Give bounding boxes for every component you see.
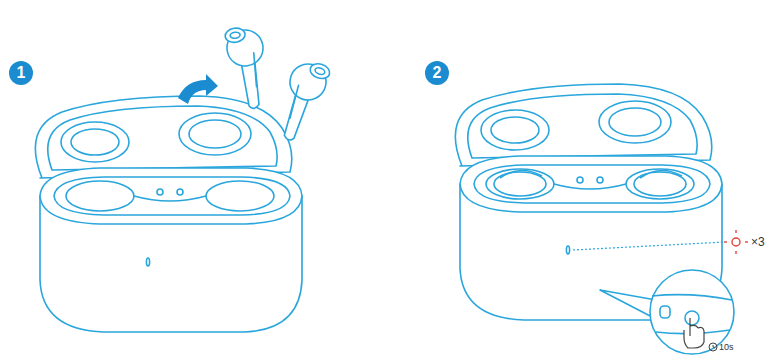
clock-icon [709,343,717,351]
step-number-text: 2 [433,65,442,81]
earbud [272,56,332,145]
charging-case [35,96,302,332]
step-number-text: 1 [17,65,26,81]
lift-arrow [178,74,218,104]
button-detail [600,270,734,354]
leader-line [573,242,725,250]
step-number: 2 [425,61,449,85]
step-number: 1 [9,61,33,85]
earbud [224,25,271,111]
hold-duration: 10s [719,343,734,352]
blink-count: ×3 [751,236,765,248]
led-blink-icon [724,230,748,254]
